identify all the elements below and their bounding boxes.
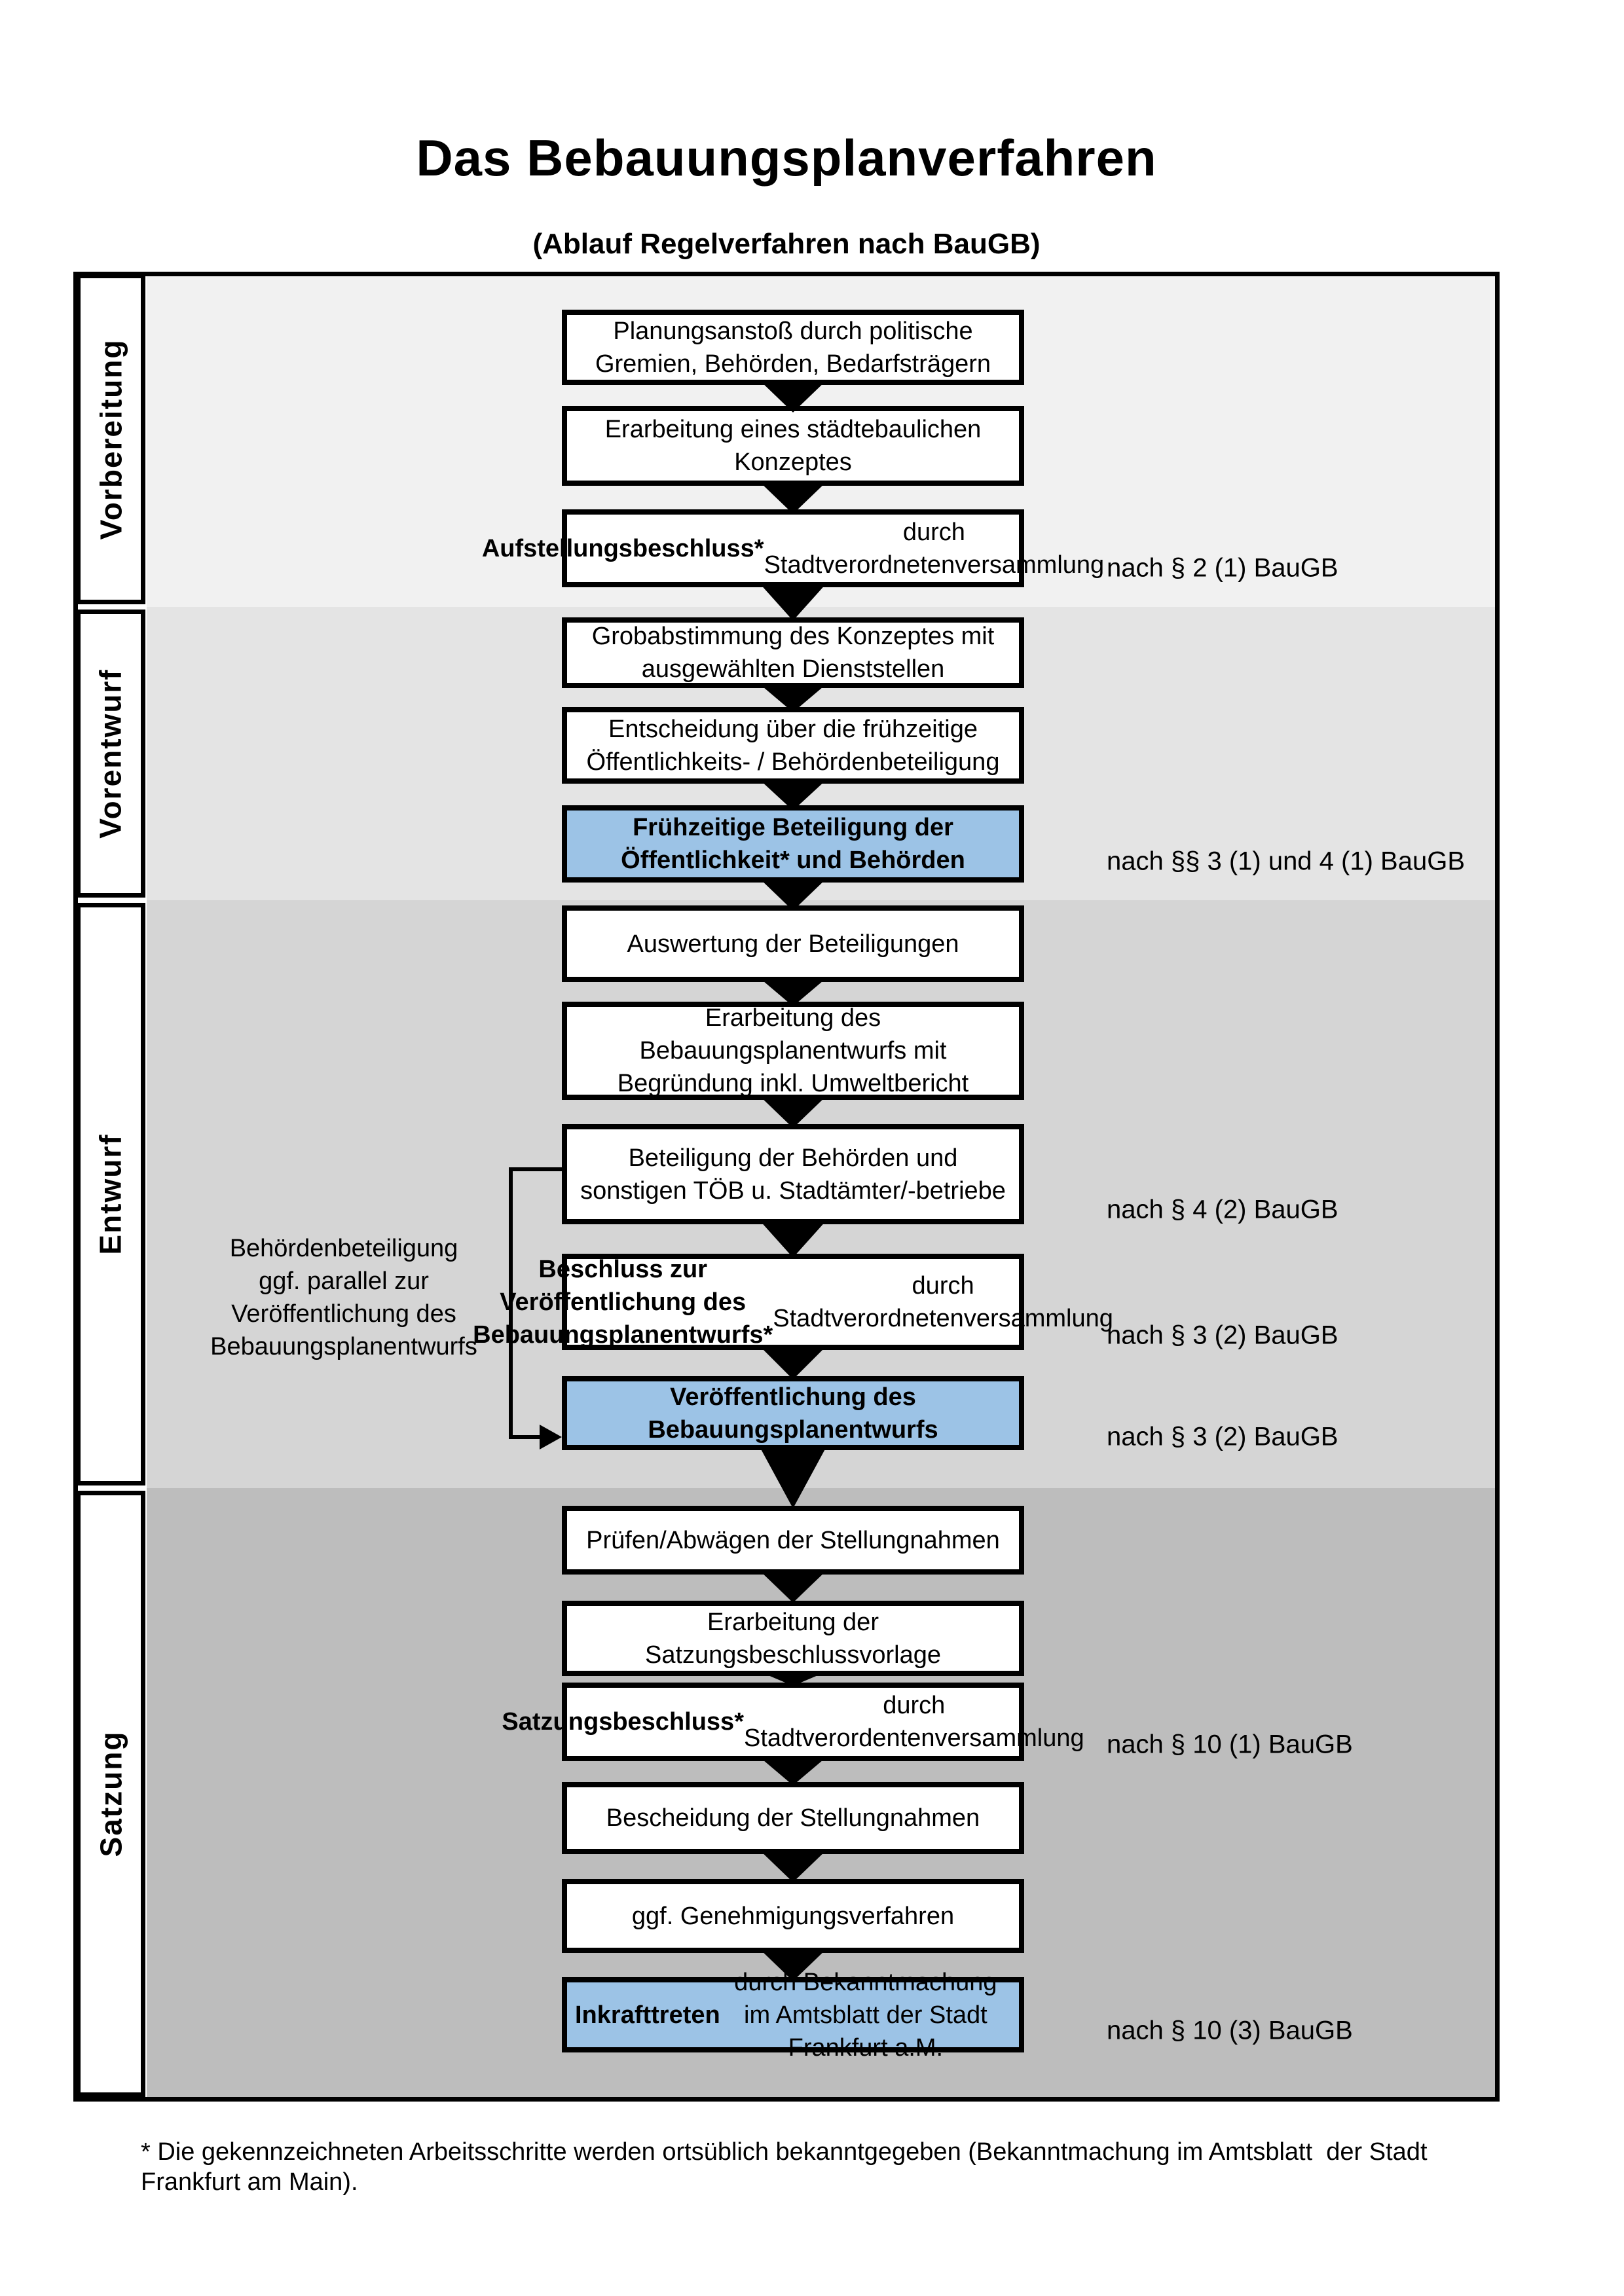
side-annotation: Behördenbeteiligung ggf. parallel zur Ve… (210, 1235, 477, 1360)
bracket-line-bottom (509, 1435, 542, 1439)
phase-label-cell-vorbereitung: Vorbereitung (76, 274, 145, 604)
down-arrow-icon (759, 1570, 827, 1603)
flow-box-satzungsbeschluss: Satzungsbeschluss* durch Stadtverordente… (502, 1683, 1084, 1761)
flow-box-veroeffentlichung: Veröffentlichung des Bebauungsplanentwur… (562, 1376, 1024, 1450)
flow-box-bescheidung: Bescheidung der Stellungnahmen (562, 1782, 1024, 1854)
down-arrow-icon (759, 977, 827, 1006)
phase-label-satzung: Satzung (94, 1730, 128, 1857)
bracket-line-vertical (509, 1167, 513, 1437)
flow-box-erarbeitung-entwurf: Erarbeitung des Bebauungsplanentwurfs mi… (562, 1002, 1024, 1100)
page-title: Das Bebauungsplanverfahren (416, 129, 1157, 187)
flow-box-pruefen-abwaegen: Prüfen/Abwägen der Stellungnahmen (562, 1506, 1024, 1575)
down-arrow-icon (759, 481, 827, 514)
flow-box-aufstellungsbeschluss: Aufstellungsbeschluss* durch Stadtverord… (482, 509, 1104, 587)
law-note-behoerdenbeteiligung: nach § 4 (2) BauGB (1107, 1195, 1338, 1224)
page-subtitle: (Ablauf Regelverfahren nach BauGB) (532, 228, 1041, 260)
phase-label-cell-entwurf: Entwurf (76, 903, 145, 1485)
down-arrow-icon (759, 1948, 827, 1981)
law-note-beschluss-veroeffentlichung: nach § 3 (2) BauGB (1107, 1321, 1338, 1350)
down-arrow-icon (759, 1446, 827, 1508)
flow-box-auswertung: Auswertung der Beteiligungen (562, 905, 1024, 982)
phase-label-cell-satzung: Satzung (76, 1491, 145, 2097)
law-note-satzungsbeschluss: nach § 10 (1) BauGB (1107, 1730, 1353, 1759)
flow-box-genehmigungsverfahren: ggf. Genehmigungsverfahren (562, 1879, 1024, 1953)
down-arrow-icon (759, 683, 827, 712)
flow-box-fruehzeitige-beteiligung: Frühzeitige Beteiligung der Öffentlichke… (562, 805, 1024, 883)
down-arrow-icon (759, 1671, 827, 1686)
down-arrow-icon (759, 1345, 827, 1379)
down-arrow-icon (759, 1757, 827, 1785)
phase-label-entwurf: Entwurf (94, 1133, 128, 1255)
down-arrow-icon (759, 1095, 827, 1128)
flow-box-staedtebauliches-konzept: Erarbeitung eines städtebaulichen Konzep… (562, 406, 1024, 486)
footnote: * Die gekennzeichneten Arbeitsschritte w… (141, 2138, 1428, 2196)
down-arrow-icon (759, 878, 827, 911)
down-arrow-icon (759, 583, 827, 621)
down-arrow-icon (759, 779, 827, 811)
flow-box-satzungsbeschlussvorlage: Erarbeitung der Satzungsbeschlussvorlage (562, 1601, 1024, 1676)
down-arrow-icon (759, 380, 827, 412)
flow-box-inkrafttreten: Inkrafttreten durch Bekanntmachung im Am… (562, 1969, 1024, 2062)
flow-box-planungsanstoss: Planungsanstoß durch politische Gremien,… (562, 310, 1024, 385)
law-note-aufstellungsbeschluss: nach § 2 (1) BauGB (1107, 553, 1338, 583)
flow-box-behoerdenbeteiligung: Beteiligung der Behörden und sonstigen T… (562, 1124, 1024, 1224)
bracket-line-top (509, 1167, 562, 1171)
law-note-inkrafttreten: nach § 10 (3) BauGB (1107, 2016, 1353, 2045)
flow-box-beschluss-veroeffentlichung: Beschluss zur Veröffentlichung des Bebau… (473, 1254, 1113, 1350)
law-note-fruehzeitige-beteiligung: nach §§ 3 (1) und 4 (1) BauGB (1107, 847, 1465, 876)
phase-label-vorbereitung: Vorbereitung (94, 338, 128, 539)
down-arrow-icon (759, 1220, 827, 1258)
right-arrow-icon (540, 1425, 562, 1449)
down-arrow-icon (759, 1850, 827, 1882)
phase-label-cell-vorentwurf: Vorentwurf (76, 610, 145, 898)
flow-box-entscheidung-beteiligung: Entscheidung über die frühzeitige Öffent… (562, 707, 1024, 784)
flow-box-grobabstimmung: Grobabstimmung des Konzeptes mit ausgewä… (562, 617, 1024, 688)
phase-label-vorentwurf: Vorentwurf (94, 668, 128, 839)
law-note-veroeffentlichung: nach § 3 (2) BauGB (1107, 1422, 1338, 1451)
